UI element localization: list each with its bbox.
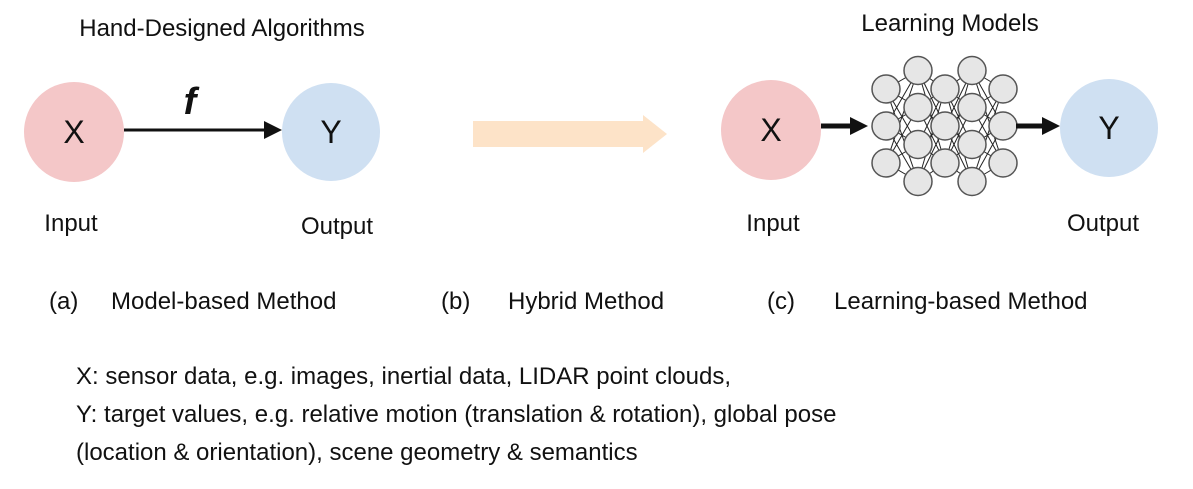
input-symbol-a: X: [63, 114, 84, 150]
network-neuron: [903, 92, 933, 123]
input-node-a: [24, 82, 124, 182]
caption-text-b: Hybrid Method: [508, 288, 664, 315]
caption-text-a: Model-based Method: [111, 288, 336, 315]
caption-letter-b: (b): [441, 288, 470, 315]
network-neuron: [871, 74, 901, 104]
panel-c-title: Learning Models: [861, 10, 1038, 37]
output-label-c: Output: [1067, 210, 1139, 237]
panel-learning-based: Learning Models X Y Input Output (c) Lea…: [721, 10, 1158, 315]
function-arrow-a: [124, 121, 282, 139]
output-node-c: [1060, 79, 1158, 177]
network-neuron: [957, 55, 987, 86]
output-label-a: Output: [301, 213, 373, 240]
caption-letter-c: (c): [767, 288, 795, 315]
network-neuron: [988, 74, 1018, 104]
output-symbol-a: Y: [320, 114, 341, 150]
neural-network-icon: [871, 55, 1018, 197]
legend-line-y-continued: (location & orientation), scene geometry…: [76, 439, 638, 466]
legend-line-x: X: sensor data, e.g. images, inertial da…: [76, 363, 732, 390]
output-arrow-c: [1016, 117, 1060, 135]
network-neuron: [988, 148, 1018, 178]
input-node-c: [721, 80, 821, 180]
network-neuron: [903, 55, 933, 86]
network-edge: [944, 70, 973, 164]
network-neuron: [903, 129, 933, 160]
panel-model-based: Hand-Designed Algorithms X f Y Input Out…: [24, 15, 380, 315]
variable-legend: X: sensor data, e.g. images, inertial da…: [76, 358, 836, 472]
network-neuron: [930, 111, 960, 141]
input-label-c: Input: [746, 210, 800, 237]
input-arrow-c: [821, 117, 868, 135]
network-neuron: [930, 148, 960, 178]
network-neuron: [871, 148, 901, 178]
output-node-a: [282, 83, 380, 181]
panel-hybrid: (b) Hybrid Method: [441, 115, 667, 315]
caption-letter-a: (a): [49, 288, 78, 315]
input-symbol-c: X: [760, 112, 781, 148]
network-neuron: [957, 129, 987, 160]
panel-a-title: Hand-Designed Algorithms: [79, 15, 364, 42]
network-edge: [885, 70, 919, 164]
network-edge: [917, 88, 946, 182]
network-neuron: [988, 111, 1018, 141]
network-edge: [971, 88, 1004, 182]
output-symbol-c: Y: [1098, 110, 1119, 146]
network-neuron: [903, 166, 933, 197]
input-label-a: Input: [44, 210, 98, 237]
network-neuron: [930, 74, 960, 104]
function-label-f: f: [184, 81, 200, 123]
network-neuron: [957, 92, 987, 123]
caption-text-c: Learning-based Method: [834, 288, 1088, 315]
network-neuron: [871, 111, 901, 141]
legend-line-y: Y: target values, e.g. relative motion (…: [76, 401, 837, 428]
network-neuron: [957, 166, 987, 197]
hybrid-transition-arrow: [473, 115, 667, 153]
